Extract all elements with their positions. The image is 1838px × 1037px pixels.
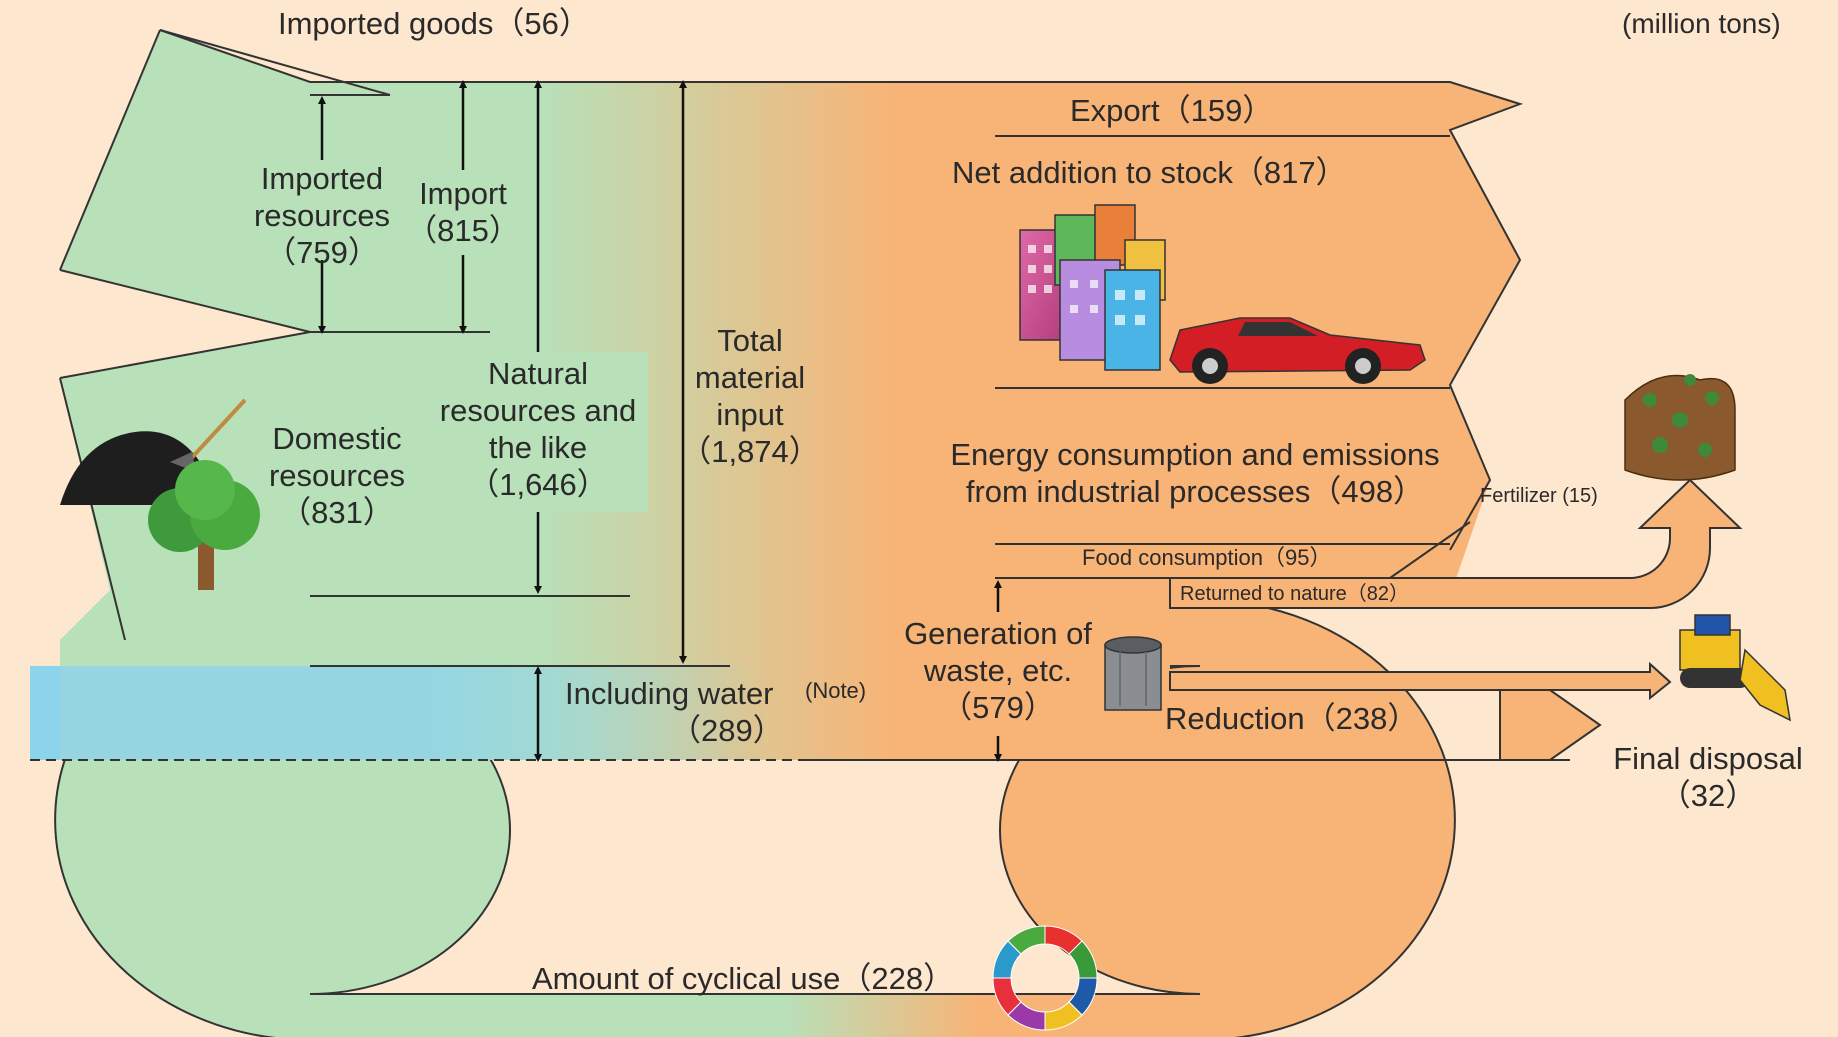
including-water-label: Including water [565, 676, 774, 711]
natural-resources-line-1: Natural [488, 356, 588, 391]
natural-resources-label: Natural resources and the like （1,646） [440, 355, 636, 503]
energy-consumption-label: Energy consumption and emissions from in… [950, 436, 1439, 510]
import-label: Import （815） [406, 175, 520, 249]
import-value: （815） [406, 213, 520, 248]
compost-icon [1624, 374, 1736, 481]
including-water-value: （289） [670, 713, 784, 748]
imported-resources-line-2: resources [253, 198, 391, 233]
total-material-input-label: Total material input （1,874） [680, 322, 820, 470]
fertilizer-label: Fertilizer (15) [1480, 485, 1598, 507]
unit-label: (million tons) [1622, 8, 1781, 39]
imported-resources-value: （759） [265, 235, 379, 270]
imported-resources-label: Imported resources （759） [254, 160, 390, 271]
total-material-input-line-1: Total [717, 323, 783, 358]
import-line-1: Import [419, 176, 507, 211]
generation-of-waste-label: Generation of waste, etc. （579） [904, 615, 1092, 726]
natural-resources-line-3: the like [488, 430, 588, 465]
energy-consumption-line-2: from industrial processes（498） [965, 474, 1425, 509]
cyclical-use-label: Amount of cyclical use（228） [532, 961, 955, 996]
generation-of-waste-line-1: Generation of [904, 616, 1092, 651]
final-disposal-value: （32） [1659, 778, 1757, 813]
total-material-input-line-3: input [716, 397, 784, 432]
buildings-icon [1019, 204, 1166, 371]
reduction-label: Reduction（238） [1165, 701, 1419, 736]
imported-resources-line-1: Imported [260, 161, 384, 196]
bulldozer-icon [1679, 614, 1791, 722]
final-disposal-line-1: Final disposal [1613, 741, 1803, 776]
domestic-resources-value: （831） [280, 495, 394, 530]
generation-of-waste-line-2: waste, etc. [923, 653, 1073, 688]
total-material-input-value: （1,874） [680, 434, 820, 469]
net-addition-to-stock-label: Net addition to stock（817） [952, 155, 1347, 190]
natural-resources-line-2: resources and [439, 393, 637, 428]
domestic-resources-line-2: resources [268, 458, 406, 493]
domestic-resources-label: Domestic resources （831） [269, 420, 405, 531]
energy-consumption-line-1: Energy consumption and emissions [950, 437, 1440, 472]
total-material-input-line-2: material [694, 360, 806, 395]
generation-of-waste-value: （579） [941, 690, 1055, 725]
returned-to-nature-arrow [1169, 478, 1743, 609]
food-consumption-label: Food consumption（95） [1082, 545, 1332, 570]
trash-can-icon [1104, 636, 1162, 711]
sports-car-icon [1169, 317, 1426, 384]
recycling-ring-icon [992, 925, 1098, 1031]
export-label: Export（159） [1070, 93, 1274, 128]
note-label: (Note) [805, 678, 867, 703]
returned-to-nature-label: Returned to nature（82） [1180, 583, 1410, 605]
final-disposal-label: Final disposal （32） [1613, 740, 1803, 814]
domestic-resources-line-1: Domestic [272, 421, 402, 456]
tree-icon [148, 460, 260, 590]
water-band-overlay [30, 666, 760, 760]
natural-resources-value: （1,646） [468, 467, 608, 502]
imported-goods-label: Imported goods（56） [278, 6, 590, 41]
